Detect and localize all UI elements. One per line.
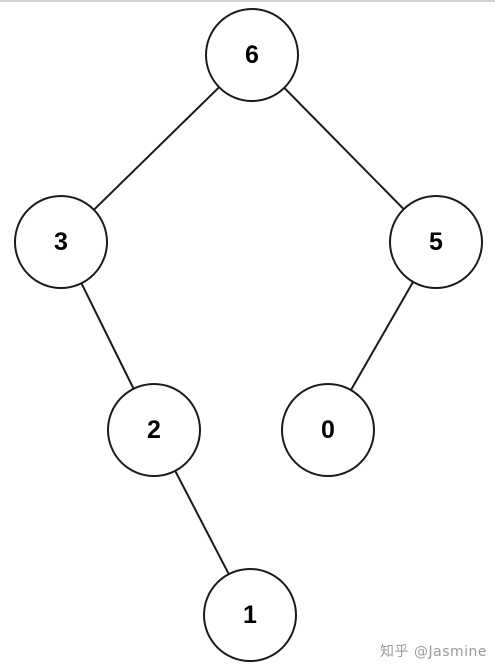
tree-nodes: 6 3 5 2 0 1 bbox=[14, 8, 483, 662]
edge-n6-n3 bbox=[92, 86, 221, 211]
tree-node-n1: 1 bbox=[203, 568, 297, 662]
node-circle bbox=[281, 383, 375, 477]
tree-node-n5: 5 bbox=[389, 195, 483, 289]
edge-n3-n2 bbox=[80, 282, 135, 390]
node-label: 1 bbox=[243, 601, 257, 629]
edge-n6-n5 bbox=[283, 86, 405, 211]
top-border bbox=[0, 0, 495, 2]
node-circle bbox=[107, 383, 201, 477]
edge-n5-n0 bbox=[349, 280, 415, 392]
tree-node-n6: 6 bbox=[205, 8, 299, 102]
node-label: 0 bbox=[321, 416, 335, 444]
tree-node-n2: 2 bbox=[107, 383, 201, 477]
node-label: 2 bbox=[147, 416, 161, 444]
node-label: 3 bbox=[54, 228, 68, 256]
node-circle bbox=[205, 8, 299, 102]
node-circle bbox=[389, 195, 483, 289]
node-circle bbox=[14, 195, 108, 289]
watermark: 知乎 @Jasmine bbox=[380, 644, 487, 660]
edge-n2-n1 bbox=[174, 469, 230, 576]
tree-node-n0: 0 bbox=[281, 383, 375, 477]
tree-node-n3: 3 bbox=[14, 195, 108, 289]
node-label: 6 bbox=[245, 41, 259, 69]
tree-edges bbox=[80, 86, 415, 576]
node-label: 5 bbox=[429, 228, 443, 256]
node-circle bbox=[203, 568, 297, 662]
